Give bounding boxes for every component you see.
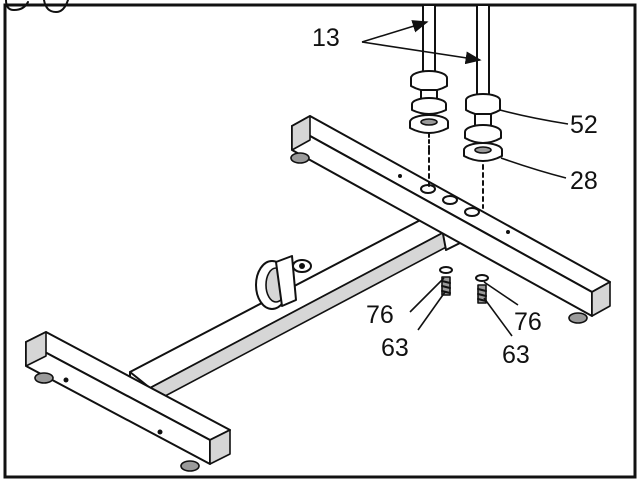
label-part-52: 52: [570, 111, 598, 139]
label-part-13: 13: [312, 24, 340, 52]
clipped-heading-fragment: [5, 0, 69, 13]
leader-13-left: [361, 20, 429, 43]
leader-52: [499, 109, 569, 125]
label-part-63-left: 63: [381, 334, 409, 362]
bushing-52: [465, 100, 501, 116]
leader-76-right: [483, 281, 519, 306]
screw-assembly-right: [475, 274, 489, 304]
leader-13-right: [361, 41, 482, 65]
leader-63-left: [417, 291, 446, 331]
washer-76-left: [439, 266, 453, 274]
bushing-stack-left: [409, 70, 449, 134]
leader-76-left: [409, 277, 445, 313]
leader-28: [500, 157, 567, 179]
label-part-63-right: 63: [502, 341, 530, 369]
rear-base-bar: [290, 115, 611, 324]
hole-center: [442, 195, 458, 205]
caster-wheel: [255, 255, 312, 310]
label-part-76-left: 76: [366, 301, 394, 329]
washer-28-bottom: [463, 150, 503, 162]
hole-right: [464, 207, 480, 217]
bushing-stack-right: [463, 93, 503, 162]
label-part-76-right: 76: [514, 308, 542, 336]
washer-28-top: [464, 132, 502, 144]
hole-left: [420, 184, 436, 194]
leader-lines: [361, 20, 569, 337]
washer-76-right: [475, 274, 489, 282]
label-part-28: 28: [570, 167, 598, 195]
leader-63-right: [483, 297, 513, 337]
front-base-bar: [25, 331, 231, 472]
screw-assembly-left: [439, 266, 453, 296]
